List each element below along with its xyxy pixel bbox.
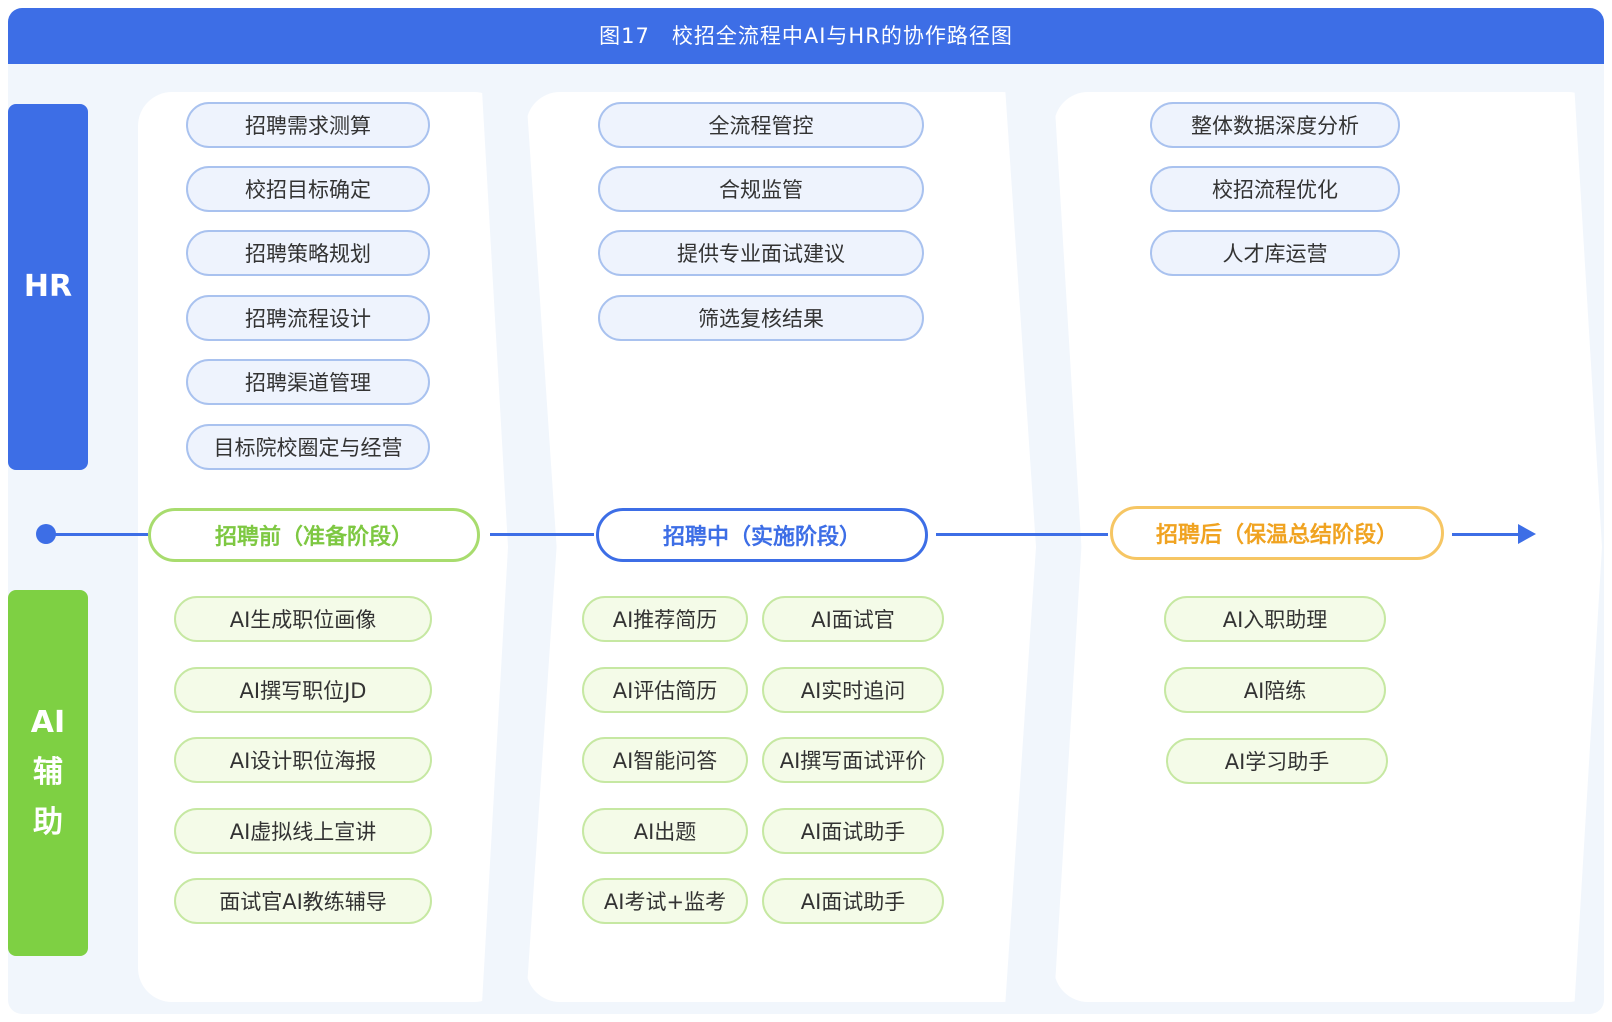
diagram-title: 图17 校招全流程中AI与HR的协作路径图	[8, 8, 1604, 64]
ai-pre-item: 面试官AI教练辅导	[174, 878, 432, 924]
ai-mid-item: AI出题	[582, 808, 748, 854]
ai-mid-item: AI推荐简历	[582, 596, 748, 642]
ai-mid-item: AI智能问答	[582, 737, 748, 783]
hr-post-item: 整体数据深度分析	[1150, 102, 1400, 148]
ai-mid-item: AI考试+监考	[582, 878, 748, 924]
ai-mid-item: AI面试助手	[762, 808, 944, 854]
hr-mid-item: 全流程管控	[598, 102, 924, 148]
ai-post-item: AI陪练	[1164, 667, 1386, 713]
hr-pre-item: 招聘策略规划	[186, 230, 430, 276]
ai-mid-item: AI撰写面试评价	[762, 737, 944, 783]
hr-pre-item: 招聘流程设计	[186, 295, 430, 341]
ai-pre-item: AI设计职位海报	[174, 737, 432, 783]
ai-pre-item: AI生成职位画像	[174, 596, 432, 642]
hr-pre-item: 目标院校圈定与经营	[186, 424, 430, 470]
ai-mid-item: AI实时追问	[762, 667, 944, 713]
ai-post-item: AI学习助手	[1166, 738, 1388, 784]
hr-mid-item: 提供专业面试建议	[598, 230, 924, 276]
timeline-arrow-icon	[1518, 524, 1536, 544]
hr-post-item: 人才库运营	[1150, 230, 1400, 276]
ai-mid-item: AI评估简历	[582, 667, 748, 713]
ai-post-item: AI入职助理	[1164, 596, 1386, 642]
timeline-line	[490, 533, 594, 536]
timeline-start-dot	[36, 524, 56, 544]
ai-side-label-line: 辅	[32, 755, 63, 790]
hr-pre-item: 校招目标确定	[186, 166, 430, 212]
hr-post-item: 校招流程优化	[1150, 166, 1400, 212]
ai-mid-item: AI面试官	[762, 596, 944, 642]
ai-mid-item: AI面试助手	[762, 878, 944, 924]
hr-mid-item: 合规监管	[598, 166, 924, 212]
ai-side-label-line: 助	[32, 805, 63, 840]
timeline-line	[1452, 533, 1520, 536]
timeline-line	[936, 533, 1108, 536]
hr-side-label: HR	[8, 104, 88, 470]
ai-pre-item: AI虚拟线上宣讲	[174, 808, 432, 854]
ai-pre-item: AI撰写职位JD	[174, 667, 432, 713]
hr-mid-item: 筛选复核结果	[598, 295, 924, 341]
hr-pre-item: 招聘渠道管理	[186, 359, 430, 405]
ai-side-label-line: AI	[30, 705, 66, 740]
stage-mid: 招聘中（实施阶段）	[596, 508, 928, 562]
timeline-line	[48, 533, 148, 536]
stage-pre: 招聘前（准备阶段）	[148, 508, 480, 562]
ai-side-label: AI 辅 助	[8, 590, 88, 956]
diagram-frame: 图17 校招全流程中AI与HR的协作路径图 HR AI 辅 助 招聘需求测算 校…	[8, 8, 1604, 1014]
hr-pre-item: 招聘需求测算	[186, 102, 430, 148]
stage-post: 招聘后（保温总结阶段）	[1110, 506, 1444, 560]
